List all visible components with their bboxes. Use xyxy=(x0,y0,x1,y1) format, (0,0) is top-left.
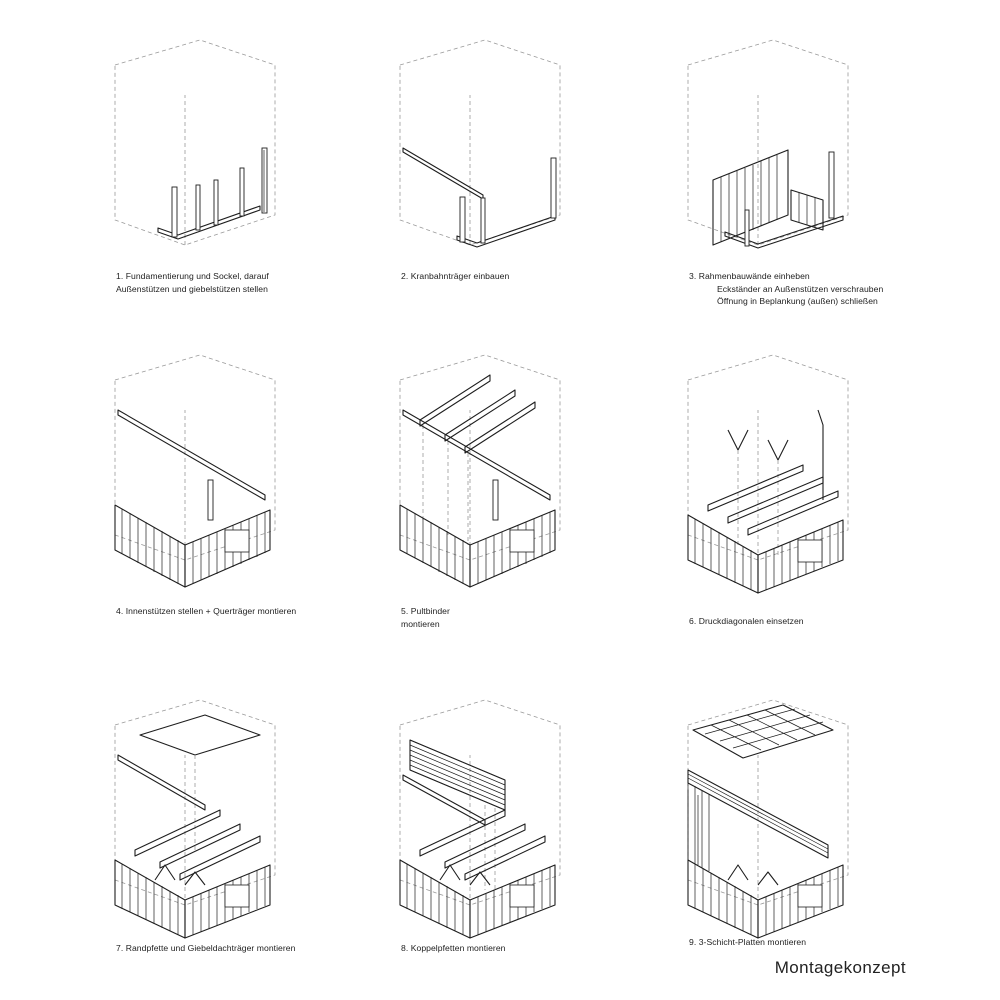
outer-column xyxy=(239,167,245,217)
edge-purlin xyxy=(139,714,261,756)
step-8-caption: 8. Koppelpfetten montieren xyxy=(401,942,506,955)
step-2-caption: 2. Kranbahnträger einbauen xyxy=(401,270,509,283)
caption-line: Außenstützen und giebelstützen stellen xyxy=(116,283,268,294)
wall-panels xyxy=(687,514,844,594)
step-1-caption: 1. Fundamentierung und Sockel, darauf Au… xyxy=(116,270,269,295)
bounding-volume-outline xyxy=(399,39,561,246)
step-9-panel: 9. 3-Schicht-Platten montieren xyxy=(683,699,983,1000)
foundation-plinth xyxy=(724,215,844,249)
step-5-caption: 5. Pultbinder montieren xyxy=(401,605,450,630)
step-7-panel: 7. Randpfette und Giebeldachträger monti… xyxy=(110,699,410,1000)
mono-pitch-trusses xyxy=(707,464,839,536)
outer-column xyxy=(459,196,466,243)
step-1-drawing xyxy=(114,39,276,246)
gable-roof-beams xyxy=(419,809,546,886)
coupled-purlins xyxy=(687,769,829,871)
step-6-caption: 6. Druckdiagonalen einsetzen xyxy=(689,615,804,628)
caption-line: 7. Randpfette und Giebeldachträger monti… xyxy=(116,943,296,953)
caption-line: 6. Druckdiagonalen einsetzen xyxy=(689,616,804,626)
step-3-drawing xyxy=(687,39,849,249)
outer-column xyxy=(480,197,486,244)
step-4-caption: 4. Innenstützen stellen + Querträger mon… xyxy=(116,605,296,618)
step-2-panel: 2. Kranbahnträger einbauen xyxy=(395,39,695,340)
page-title: Montagekonzept xyxy=(774,958,906,977)
step-5-drawing xyxy=(399,354,561,588)
step-1-panel: 1. Fundamentierung und Sockel, darauf Au… xyxy=(110,39,410,340)
mono-pitch-trusses xyxy=(419,374,536,454)
caption-line: 3. Rahmenbauwände einheben xyxy=(689,271,810,281)
outer-column xyxy=(171,186,178,238)
step-5-panel: 5. Pultbinder montieren xyxy=(395,354,695,655)
wall-panels xyxy=(114,504,271,588)
gable-roof-beams xyxy=(134,809,261,886)
bounding-volume-outline xyxy=(399,354,561,561)
wall-panels xyxy=(399,504,556,588)
step-9-caption: 9. 3-Schicht-Platten montieren xyxy=(689,936,806,949)
step-8-panel: 8. Koppelpfetten montieren xyxy=(395,699,695,1000)
frame-wall-panel xyxy=(790,189,824,231)
outer-column xyxy=(213,179,219,226)
wall-panels xyxy=(399,859,556,939)
inner-column xyxy=(207,479,214,521)
crane-beam xyxy=(402,774,486,826)
outer-column xyxy=(195,184,201,231)
wall-panels xyxy=(114,859,271,939)
step-3-panel: 3. Rahmenbauwände einheben Eckständer an… xyxy=(683,39,983,340)
step-2-drawing xyxy=(399,39,561,248)
crane-beam xyxy=(402,147,484,200)
caption-line: 1. Fundamentierung und Sockel, darauf xyxy=(116,271,269,281)
coupled-purlins xyxy=(409,739,506,811)
caption-line: 5. Pultbinder xyxy=(401,606,450,616)
bounding-volume-outline xyxy=(687,39,849,246)
caption-line: 4. Innenstützen stellen + Querträger mon… xyxy=(116,606,297,616)
caption-line: Eckständer an Außenstützen verschrauben xyxy=(717,283,884,294)
wall-panels xyxy=(687,859,844,939)
step-7-drawing xyxy=(114,699,276,939)
corner-post xyxy=(828,151,835,219)
caption-line: Öffnung in Beplankung (außen) schließen xyxy=(717,296,878,306)
step-3-caption: 3. Rahmenbauwände einheben Eckständer an… xyxy=(689,270,883,308)
step-4-panel: 4. Innenstützen stellen + Querträger mon… xyxy=(110,354,410,655)
crane-beam xyxy=(117,409,266,501)
crane-beam xyxy=(402,409,551,501)
bounding-volume-outline xyxy=(114,354,276,561)
gable-column xyxy=(550,157,557,219)
step-9-drawing xyxy=(687,699,849,939)
gable-roof-beams xyxy=(727,864,779,886)
step-8-drawing xyxy=(399,699,561,939)
foundation-plinth xyxy=(456,215,556,248)
caption-line: 2. Kranbahnträger einbauen xyxy=(401,271,510,281)
gable-column xyxy=(261,147,268,214)
compression-diagonals xyxy=(727,409,824,555)
step-6-panel: 6. Druckdiagonalen einsetzen xyxy=(683,354,983,655)
caption-line: montieren xyxy=(401,618,440,629)
step-7-caption: 7. Randpfette und Giebeldachträger monti… xyxy=(116,942,295,955)
crane-beam xyxy=(117,754,206,811)
step-6-drawing xyxy=(687,354,849,594)
foundation-plinth xyxy=(157,205,261,240)
step-4-drawing xyxy=(114,354,276,588)
corner-post xyxy=(744,209,750,247)
three-layer-panels xyxy=(692,704,834,759)
caption-line: 9. 3-Schicht-Platten montieren xyxy=(689,937,807,947)
frame-wall-panel xyxy=(712,149,789,246)
inner-column xyxy=(492,479,499,521)
caption-line: 8. Koppelpfetten montieren xyxy=(401,943,506,953)
bounding-volume-outline xyxy=(114,39,276,246)
